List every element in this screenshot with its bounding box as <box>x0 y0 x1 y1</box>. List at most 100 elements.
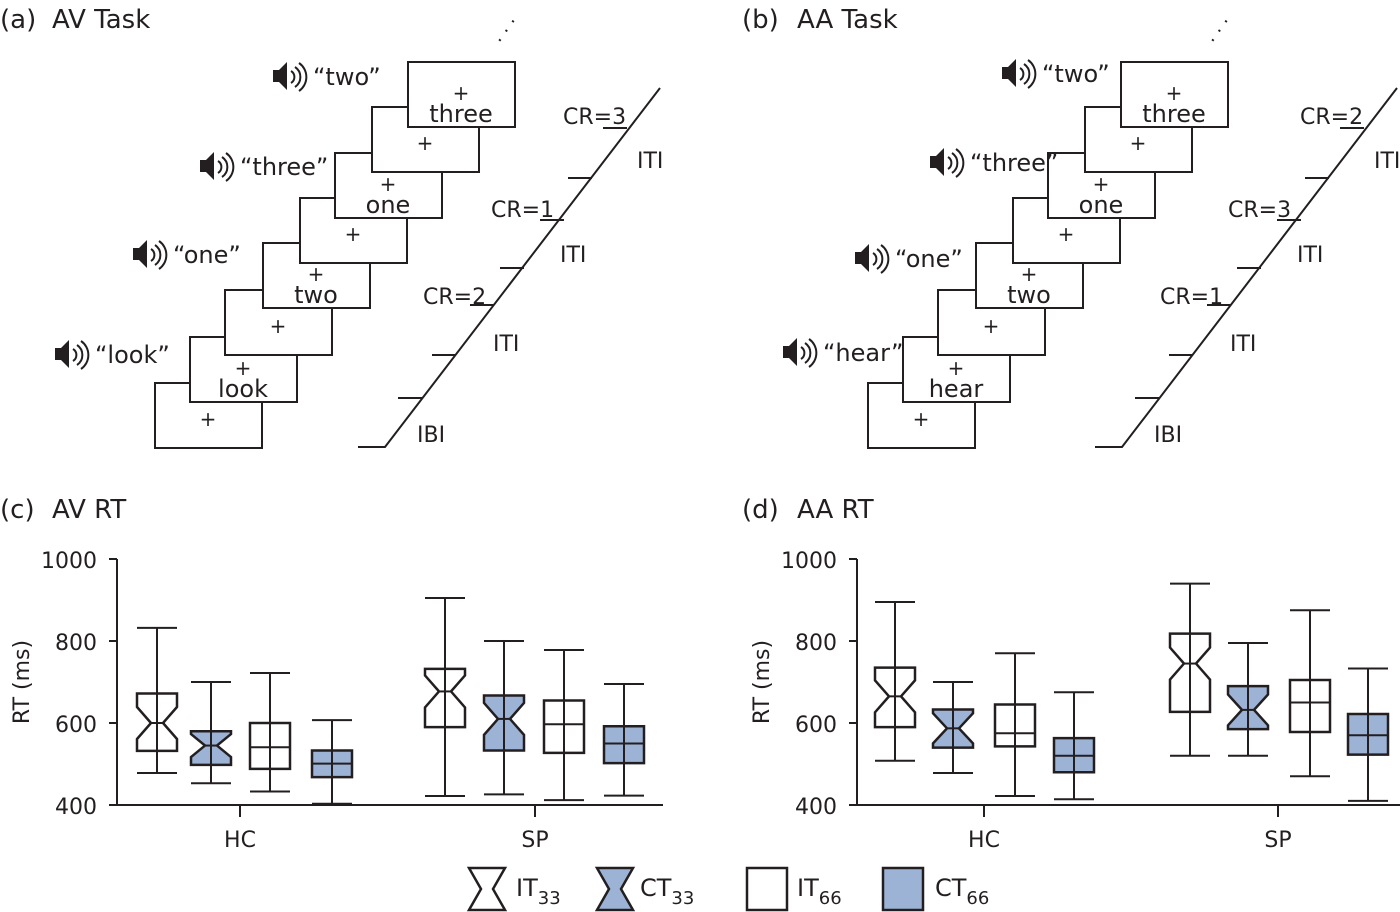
ibi-label: IBI <box>1154 423 1182 448</box>
panel-d-title: AA RT <box>797 495 874 525</box>
legend-subscript: 33 <box>538 888 561 909</box>
spoken-word: “two” <box>1042 60 1110 88</box>
panel-b-label: (b) <box>742 5 779 35</box>
panel-c-title: AV RT <box>52 495 126 525</box>
av-rt-chart: 400 600 800 1000 RT (ms) HC SP <box>10 549 663 853</box>
y-tick-label: 400 <box>795 795 837 820</box>
sound-waves-icon <box>800 338 818 368</box>
x-tick-label: HC <box>968 828 1000 853</box>
screen-word: one <box>1079 191 1124 219</box>
spoken-word: “look” <box>95 341 170 369</box>
fixation-cross: + <box>1058 222 1075 246</box>
screen-frames <box>154 61 516 449</box>
fixation-cross: + <box>1093 172 1110 196</box>
x-tick-label: SP <box>521 828 548 853</box>
legend-label-ct33: CT33 <box>640 874 694 909</box>
y-tick-label: 1000 <box>41 549 97 574</box>
y-tick-label: 600 <box>795 713 837 738</box>
y-axis-label: RT (ms) <box>750 640 775 724</box>
y-tick-label: 800 <box>55 631 97 656</box>
x-tick-label: SP <box>1264 828 1291 853</box>
y-axis-label: RT (ms) <box>10 640 35 724</box>
speaker-icon <box>930 148 944 176</box>
legend-swatch-it66 <box>745 866 789 912</box>
spoken-word: “hear” <box>823 339 903 367</box>
sound-waves-icon <box>872 244 890 274</box>
correct-response-label: CR=1 <box>1160 285 1223 310</box>
legend-swatch-it33 <box>466 866 508 912</box>
legend-main: CT <box>640 874 672 902</box>
panel-d-label: (d) <box>742 495 779 525</box>
iti-label: ITI <box>560 243 586 268</box>
speaker-icon <box>273 62 287 90</box>
legend-subscript: 66 <box>966 888 989 909</box>
correct-response-label: CR=2 <box>423 285 486 310</box>
fixation-cross: + <box>1166 81 1183 105</box>
sound-waves-icon <box>947 148 965 178</box>
screen-word: three <box>429 100 493 128</box>
legend-main: CT <box>935 874 967 902</box>
panel-b-title: AA Task <box>797 5 898 35</box>
iti-label: ITI <box>1374 149 1400 174</box>
legend-swatch-ct66 <box>881 866 925 912</box>
fixation-cross: + <box>200 407 217 431</box>
spoken-word: “one” <box>173 241 241 269</box>
screen-frames <box>867 61 1229 449</box>
correct-response-label: CR=3 <box>1228 198 1291 223</box>
fixation-cross: + <box>1021 262 1038 286</box>
screen-labels: ++look++two++one++three <box>200 81 493 431</box>
speaker-icon <box>200 152 214 180</box>
legend-main: IT <box>516 874 538 902</box>
speaker-icon <box>133 240 147 268</box>
screen-word: two <box>1007 281 1051 309</box>
spoken-word: “three” <box>970 149 1058 177</box>
legend-main: IT <box>797 874 819 902</box>
y-tick-label: 400 <box>55 795 97 820</box>
fixation-cross: + <box>308 262 325 286</box>
panel-a-title: AV Task <box>52 5 150 35</box>
y-tick-label: 1000 <box>781 549 837 574</box>
spoken-word: “one” <box>895 245 963 273</box>
x-tick-label: HC <box>224 828 256 853</box>
panel-c-label: (c) <box>0 495 35 525</box>
legend-swatch-ct33 <box>594 866 636 912</box>
sound-waves-icon <box>1019 59 1037 89</box>
fixation-cross: + <box>270 314 287 338</box>
sound-waves-icon <box>150 240 168 270</box>
sound-waves-icon <box>217 152 235 182</box>
screen-word: look <box>218 375 268 403</box>
legend-subscript: 66 <box>819 888 842 909</box>
iti-label: ITI <box>637 149 663 174</box>
screen-labels: ++hear++two++one++three <box>913 81 1206 431</box>
fixation-cross: + <box>235 356 252 380</box>
legend-label-ct66: CT66 <box>935 874 989 909</box>
ellipsis: · · · <box>490 13 524 48</box>
y-tick-label: 600 <box>55 713 97 738</box>
av-task-diagram: ++look++two++one++three· · ·“look”“one”“… <box>55 13 663 449</box>
y-tick-label: 800 <box>795 631 837 656</box>
timeline-line <box>1095 87 1398 448</box>
screen-word: two <box>294 281 338 309</box>
speaker-icon <box>855 244 869 272</box>
iti-label: ITI <box>1230 332 1256 357</box>
iti-label: ITI <box>1297 243 1323 268</box>
fixation-cross: + <box>345 222 362 246</box>
fixation-cross: + <box>453 81 470 105</box>
fixation-cross: + <box>913 407 930 431</box>
screen-word: three <box>1142 100 1206 128</box>
correct-response-label: CR=2 <box>1300 105 1363 130</box>
spoken-word: “two” <box>313 63 381 91</box>
aa-task-diagram: ++hear++two++one++three· · ·“hear”“one”“… <box>783 13 1400 449</box>
screen-word: one <box>366 191 411 219</box>
speaker-icon <box>1002 59 1016 87</box>
sound-waves-icon <box>72 340 90 370</box>
fixation-cross: + <box>948 356 965 380</box>
fixation-cross: + <box>417 131 434 155</box>
fixation-cross: + <box>1130 131 1147 155</box>
correct-response-label: CR=1 <box>491 198 554 223</box>
timeline-line <box>358 87 661 448</box>
speaker-icon <box>55 340 69 368</box>
sound-waves-icon <box>290 62 308 92</box>
